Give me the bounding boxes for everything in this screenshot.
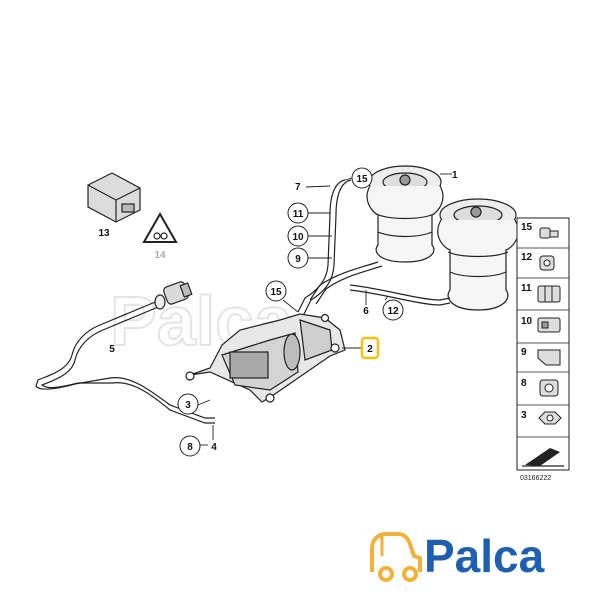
- svg-text:12: 12: [521, 252, 533, 263]
- relay-module: [87, 172, 141, 223]
- callout-8: 8: [179, 435, 201, 457]
- callout-14: 14: [154, 250, 166, 261]
- logo-text: Palca: [424, 530, 545, 582]
- svg-text:4: 4: [211, 442, 217, 453]
- leader-lines: [197, 173, 452, 446]
- air-lines: [297, 179, 451, 315]
- svg-text:8: 8: [187, 442, 193, 453]
- svg-text:15: 15: [521, 222, 533, 233]
- intake-line: [35, 299, 215, 424]
- svg-text:5: 5: [109, 344, 115, 355]
- callout-9: 9: [287, 247, 309, 269]
- callout-5: 5: [109, 344, 115, 355]
- palca-logo: Palca: [370, 530, 545, 582]
- air-spring-front: [366, 165, 444, 263]
- svg-text:14: 14: [154, 250, 166, 261]
- callout-4: 4: [211, 442, 217, 453]
- svg-text:3: 3: [185, 400, 191, 411]
- callout-10: 10: [287, 225, 309, 247]
- svg-text:7: 7: [295, 182, 301, 193]
- svg-text:12: 12: [387, 306, 399, 317]
- svg-text:11: 11: [521, 283, 532, 294]
- svg-text:3: 3: [521, 410, 527, 421]
- svg-text:9: 9: [295, 254, 301, 265]
- svg-text:15: 15: [270, 287, 282, 298]
- air-spring-rear: [437, 198, 519, 311]
- truck-icon: [370, 532, 422, 582]
- intake-filter: [154, 281, 193, 310]
- svg-text:2: 2: [367, 344, 373, 355]
- callout-1: 1: [452, 170, 458, 181]
- svg-text:10: 10: [521, 316, 533, 327]
- svg-text:6: 6: [363, 306, 369, 317]
- callout-15-mid: 15: [265, 280, 287, 302]
- svg-text:10: 10: [292, 232, 304, 243]
- svg-text:15: 15: [356, 174, 368, 185]
- compressor-assembly: [185, 313, 346, 403]
- svg-text:8: 8: [521, 378, 527, 389]
- callout-3: 3: [177, 393, 199, 415]
- svg-text:11: 11: [293, 209, 304, 220]
- callout-11: 11: [287, 202, 309, 224]
- callout-2-highlight: 2: [360, 336, 380, 360]
- callout-12: 12: [382, 299, 404, 321]
- svg-text:1: 1: [452, 170, 458, 181]
- warning-triangle-icon: [142, 211, 178, 243]
- callout-13: 13: [98, 228, 110, 239]
- callout-7: 7: [295, 182, 301, 193]
- callout-6: 6: [363, 306, 369, 317]
- drawing-code: 03166222: [520, 475, 551, 482]
- svg-text:13: 13: [98, 228, 110, 239]
- svg-text:9: 9: [521, 347, 527, 358]
- callout-15-top: 15: [351, 167, 373, 189]
- side-parts-panel: 15 12 11 10 9 8 3 03166222: [516, 217, 570, 482]
